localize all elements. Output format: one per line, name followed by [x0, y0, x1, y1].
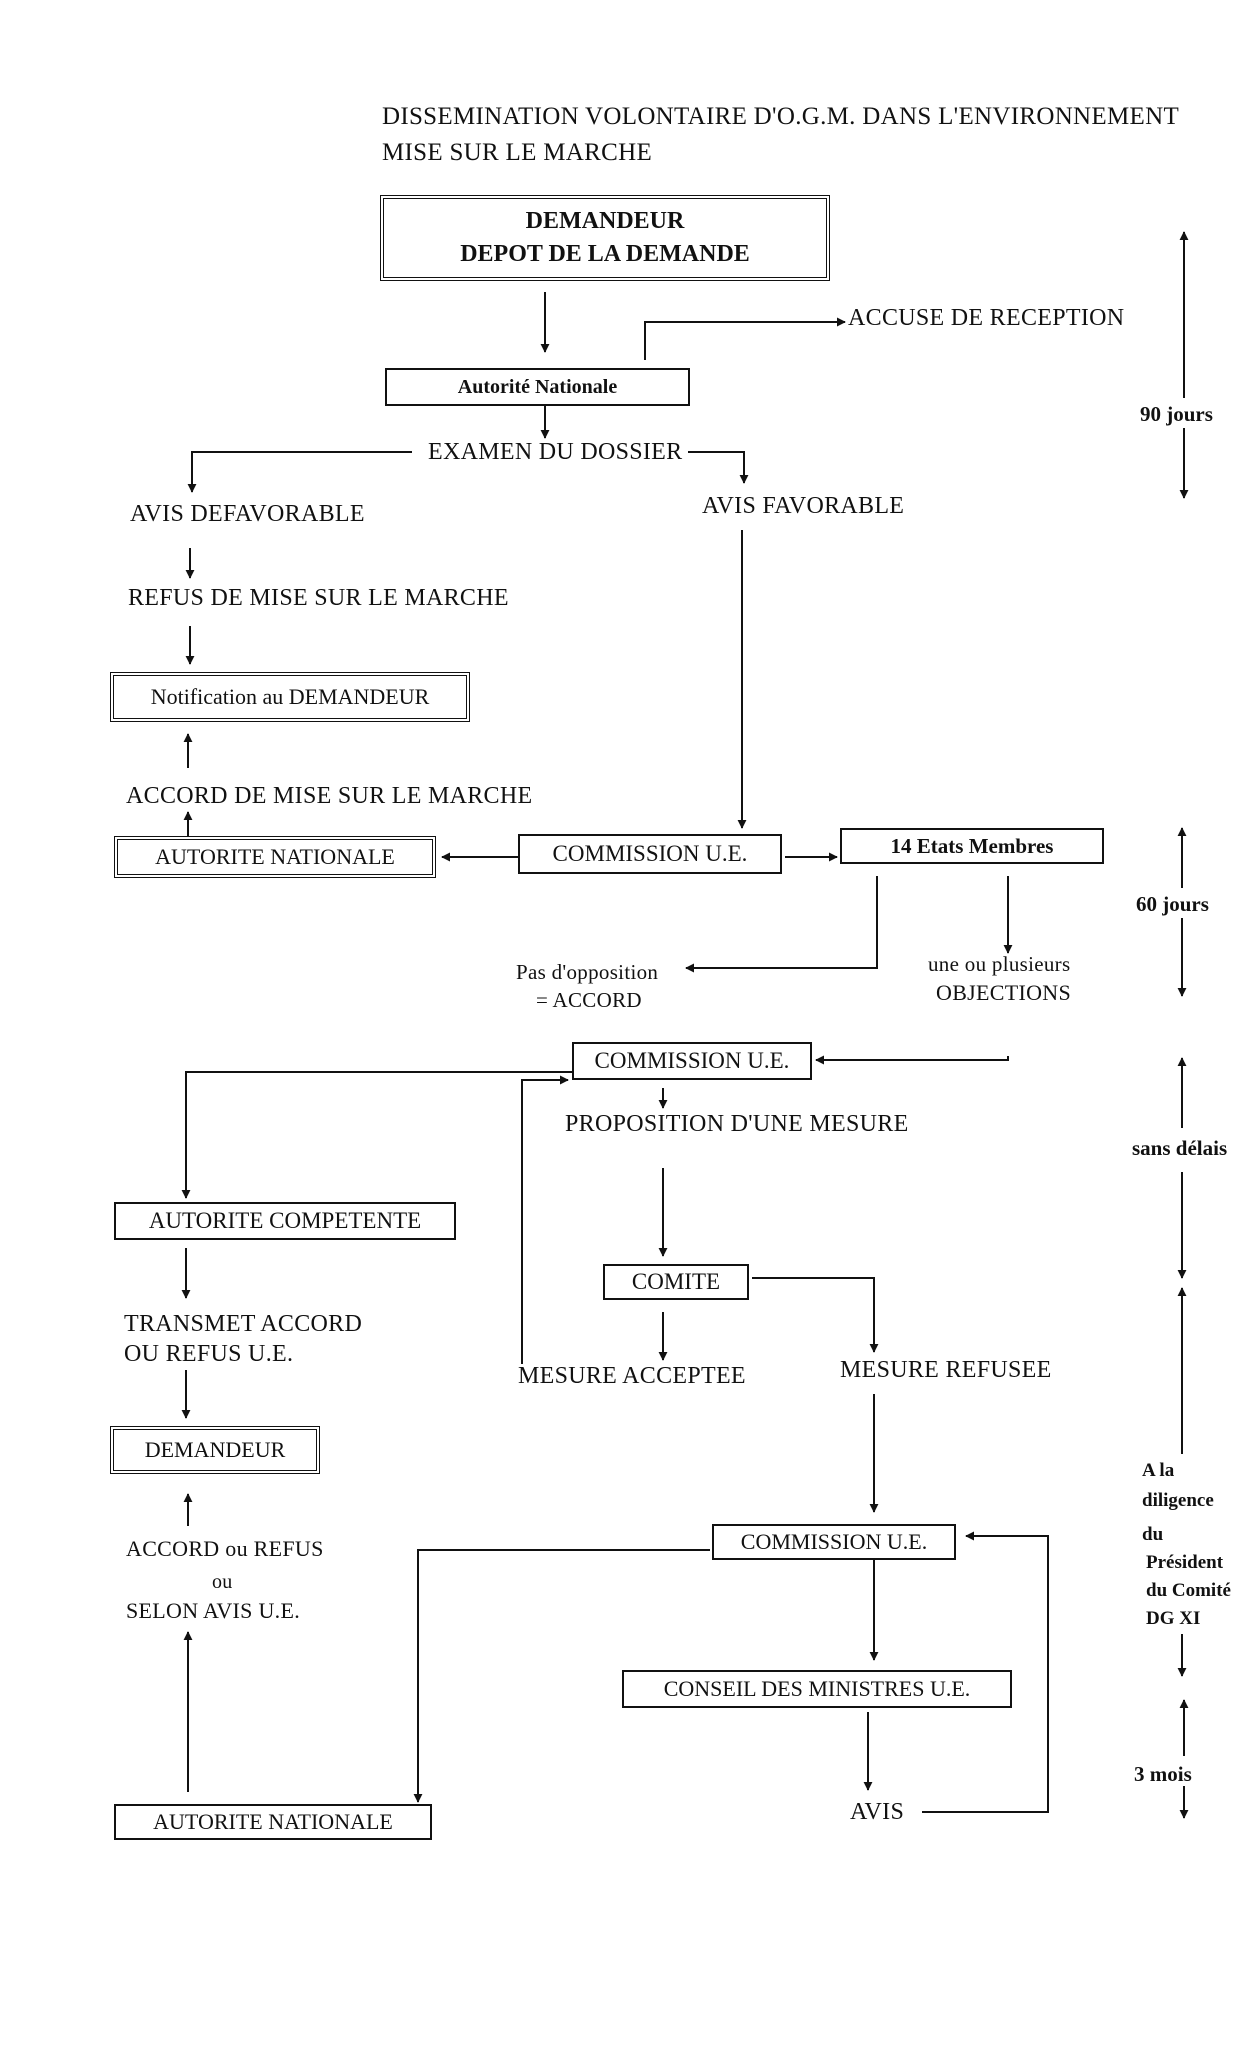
accord-equals-label: = ACCORD: [536, 988, 642, 1012]
autorite-nationale-box-2: AUTORITE NATIONALE: [114, 836, 436, 878]
diagram-title: DISSEMINATION VOLONTAIRE D'O.G.M. DANS L…: [382, 103, 1180, 130]
duree-90-jours: 90 jours: [1140, 402, 1213, 426]
diligence-line-6: DG XI: [1146, 1608, 1201, 1629]
refus-mise-marche-label: REFUS DE MISE SUR LE MARCHE: [128, 585, 509, 611]
diligence-line-3: du: [1142, 1524, 1164, 1545]
commission-ue-box-1: COMMISSION U.E.: [518, 834, 782, 874]
autorite-nationale-box-3: AUTORITE NATIONALE: [114, 1804, 432, 1840]
selon-avis-label: SELON AVIS U.E.: [126, 1598, 301, 1623]
commission-ue-box-3: COMMISSION U.E.: [712, 1524, 956, 1560]
diagram-subtitle: MISE SUR LE MARCHE: [382, 139, 653, 166]
demandeur-depot-box: DEMANDEUR DEPOT DE LA DEMANDE: [380, 195, 830, 281]
mesure-refusee-label: MESURE REFUSEE: [840, 1357, 1052, 1383]
examen-dossier-label: EXAMEN DU DOSSIER: [428, 439, 683, 465]
avis-label: AVIS: [850, 1799, 905, 1825]
ou-label: ou: [212, 1571, 233, 1593]
avis-favorable-label: AVIS FAVORABLE: [702, 493, 905, 519]
objections-label: OBJECTIONS: [936, 980, 1072, 1005]
diligence-line-2: diligence: [1142, 1490, 1214, 1511]
accord-mise-marche-label: ACCORD DE MISE SUR LE MARCHE: [126, 783, 533, 809]
duree-60-jours: 60 jours: [1136, 892, 1209, 916]
autorite-competente-box: AUTORITE COMPETENTE: [114, 1202, 456, 1240]
depot-demande-label: DEPOT DE LA DEMANDE: [460, 241, 750, 267]
notification-demandeur-box: Notification au DEMANDEUR: [110, 672, 470, 722]
avis-defavorable-label: AVIS DEFAVORABLE: [130, 501, 365, 527]
comite-box: COMITE: [603, 1264, 749, 1300]
demandeur-label: DEMANDEUR: [525, 208, 685, 234]
diligence-line-4: Président: [1146, 1552, 1224, 1573]
commission-ue-box-2: COMMISSION U.E.: [572, 1042, 812, 1080]
diligence-line-1: A la: [1142, 1460, 1175, 1481]
accuse-reception-label: ACCUSE DE RECEPTION: [848, 305, 1125, 331]
transmet-refus-label: OU REFUS U.E.: [124, 1341, 294, 1367]
mesure-acceptee-label: MESURE ACCEPTEE: [518, 1363, 746, 1389]
demandeur-final-box: DEMANDEUR: [110, 1426, 320, 1474]
transmet-accord-label: TRANSMET ACCORD: [124, 1311, 363, 1337]
conseil-ministres-box: CONSEIL DES MINISTRES U.E.: [622, 1670, 1012, 1708]
accord-ou-refus-label: ACCORD ou REFUS: [126, 1536, 324, 1561]
etats-membres-box: 14 Etats Membres: [840, 828, 1104, 864]
proposition-mesure-label: PROPOSITION D'UNE MESURE: [565, 1111, 909, 1137]
une-ou-plusieurs-label: une ou plusieurs: [928, 952, 1071, 976]
duree-3-mois: 3 mois: [1134, 1762, 1192, 1786]
pas-opposition-label: Pas d'opposition: [516, 960, 659, 984]
autorite-nationale-box: Autorité Nationale: [385, 368, 690, 406]
diligence-line-5: du Comité: [1146, 1580, 1231, 1601]
duree-sans-delais: sans délais: [1132, 1136, 1228, 1160]
